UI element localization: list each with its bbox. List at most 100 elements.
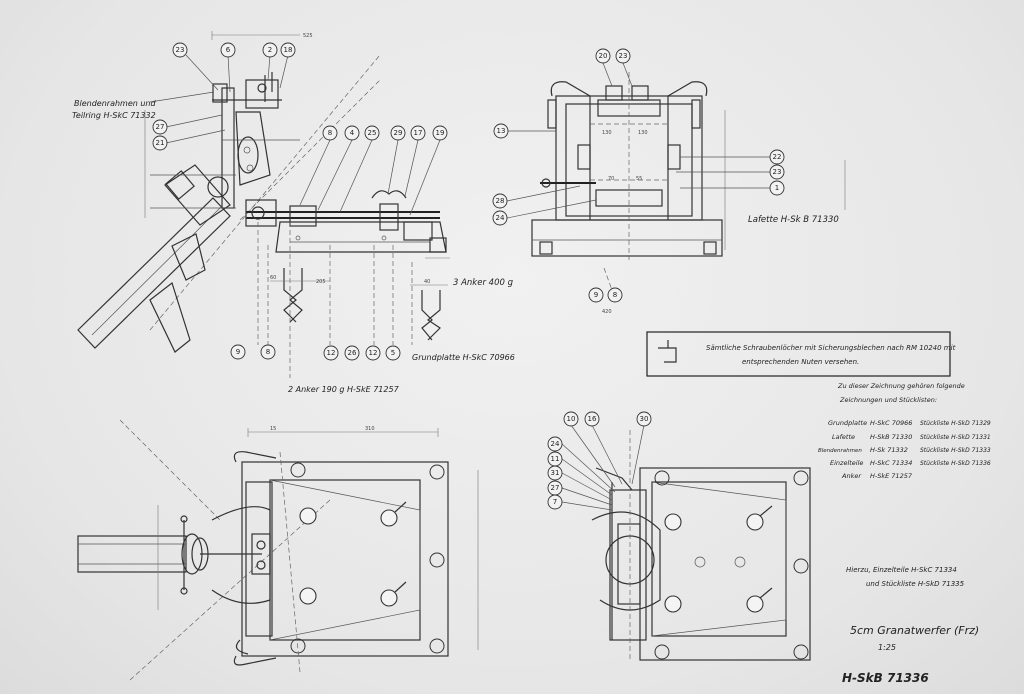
parts-row-2-list: Stückliste H-SkD 71331 <box>920 434 991 441</box>
hierzu-line-1: Hierzu, Einzelteile H-SkC 71334 <box>846 566 957 574</box>
svg-text:8: 8 <box>328 129 332 137</box>
svg-text:8: 8 <box>613 291 617 299</box>
label-blendenrahmen-1: Blendenrahmen und <box>74 99 157 108</box>
svg-text:2: 2 <box>268 46 272 54</box>
callout-27: 27 <box>152 119 168 135</box>
parts-row-4-name: Einzelteile <box>830 459 863 467</box>
parts-row-4-drawing: H-SkC 71334 <box>870 459 912 467</box>
svg-text:24: 24 <box>551 440 560 448</box>
callout-5: 5 <box>385 345 401 361</box>
svg-text:12: 12 <box>369 349 378 357</box>
svg-text:24: 24 <box>496 214 505 222</box>
svg-text:9: 9 <box>236 348 240 356</box>
svg-text:25: 25 <box>368 129 377 137</box>
callout-22: 22 <box>769 149 785 165</box>
callout-28: 28 <box>492 193 508 209</box>
label-grundplatte: Grundplatte H-SkC 70966 <box>412 353 515 362</box>
anchors-side: 60 205 40 <box>144 110 450 378</box>
dim-420: 420 <box>602 309 612 315</box>
svg-text:31: 31 <box>551 469 560 477</box>
svg-text:22: 22 <box>773 153 782 161</box>
parts-header-1: Zu dieser Zeichnung gehören folgende <box>837 382 965 390</box>
callout-24-front: 24 <box>492 210 508 226</box>
parts-row-1-drawing: H-SkC 70966 <box>870 419 912 427</box>
title-block: 5cm Granatwerfer (Frz) 1:25 H-SkB 71336 <box>842 624 979 685</box>
svg-text:13: 13 <box>497 127 506 135</box>
svg-text:17: 17 <box>414 129 423 137</box>
callout-24-plan: 24 <box>547 436 563 452</box>
svg-text:11: 11 <box>551 455 560 463</box>
plan-view-left: 15 310 <box>77 419 479 681</box>
label-blendenrahmen-2: Teilring H-SkC 71332 <box>72 111 156 120</box>
drawing-title: 5cm Granatwerfer (Frz) <box>850 624 979 637</box>
svg-text:10: 10 <box>567 415 576 423</box>
svg-text:23: 23 <box>176 46 185 54</box>
callout-11: 11 <box>547 451 563 467</box>
label-lafette: Lafette H-Sk B 71330 <box>748 215 839 225</box>
svg-text:27: 27 <box>551 484 560 492</box>
svg-text:20: 20 <box>599 52 608 60</box>
svg-text:6: 6 <box>226 46 231 54</box>
dim-130a: 130 <box>602 130 612 136</box>
callout-29: 29 <box>390 125 406 141</box>
parts-row-2-drawing: H-SkB 71330 <box>870 433 912 441</box>
svg-text:26: 26 <box>348 349 357 357</box>
note-line-2: entsprechenden Nuten versehen. <box>742 358 859 366</box>
svg-text:23: 23 <box>619 52 628 60</box>
callout-20: 20 <box>595 48 611 64</box>
callout-27-plan: 27 <box>547 480 563 496</box>
callout-13: 13 <box>493 123 509 139</box>
parts-row-5-name: Anker <box>841 472 862 480</box>
callout-23-front-b: 23 <box>769 164 785 180</box>
svg-text:5: 5 <box>391 349 395 357</box>
drawing-scale: 1:25 <box>878 643 896 652</box>
callout-17: 17 <box>410 125 426 141</box>
parts-row-2-name: Lafette <box>832 433 855 441</box>
callout-8a: 8 <box>322 125 338 141</box>
svg-text:7: 7 <box>553 498 557 506</box>
parts-row-3-drawing: H-Sk 71332 <box>870 446 908 454</box>
dim-525: 525 <box>303 33 313 39</box>
note-line-1: Sämtliche Schraubenlöcher mit Sicherungs… <box>706 344 956 352</box>
label-anker-3: 3 Anker 400 g <box>453 278 514 288</box>
callout-23: 23 <box>172 42 188 58</box>
callout-9: 9 <box>230 344 246 360</box>
dim-205: 205 <box>316 279 326 285</box>
callout-31: 31 <box>547 465 563 481</box>
dim-40: 40 <box>424 279 430 285</box>
svg-text:28: 28 <box>496 197 505 205</box>
plan-view-right: 10 16 30 24 11 31 27 7 <box>547 411 811 661</box>
label-anker-2: 2 Anker 190 g H-SkE 71257 <box>288 385 400 394</box>
parts-header-2: Zeichnungen und Stücklisten: <box>839 396 937 404</box>
svg-text:12: 12 <box>327 349 336 357</box>
parts-list: Zu dieser Zeichnung gehören folgende Zei… <box>818 382 991 480</box>
parts-row-1-name: Grundplatte <box>828 419 867 427</box>
svg-text:23: 23 <box>773 168 782 176</box>
svg-text:8: 8 <box>266 348 270 356</box>
callout-6: 6 <box>220 42 236 58</box>
svg-text:19: 19 <box>436 129 445 137</box>
dim-130b: 130 <box>638 130 648 136</box>
side-view: 5 25 <box>72 31 515 394</box>
svg-text:27: 27 <box>156 123 165 131</box>
callout-9-front: 9 <box>588 287 604 303</box>
callout-16: 16 <box>584 411 600 427</box>
svg-text:4: 4 <box>350 129 355 137</box>
dim-55: 55 <box>636 176 642 182</box>
callout-4: 4 <box>344 125 360 141</box>
callout-7: 7 <box>547 494 563 510</box>
callout-19: 19 <box>432 125 448 141</box>
parts-row-5-drawing: H-SkE 71257 <box>870 472 913 480</box>
drawing-number: H-SkB 71336 <box>842 671 929 685</box>
note-box: Sämtliche Schraubenlöcher mit Sicherungs… <box>646 331 956 377</box>
svg-text:21: 21 <box>156 139 165 147</box>
callout-18: 18 <box>280 42 296 58</box>
parts-row-4-list: Stückliste H-SkD 71336 <box>920 460 991 467</box>
svg-text:29: 29 <box>394 129 403 137</box>
parts-row-3-list: Stückliste H-SkD 71333 <box>920 447 991 454</box>
callout-21: 21 <box>152 135 168 151</box>
parts-row-3-name: Blendenrahmen <box>818 448 862 454</box>
callout-2: 2 <box>262 42 278 58</box>
